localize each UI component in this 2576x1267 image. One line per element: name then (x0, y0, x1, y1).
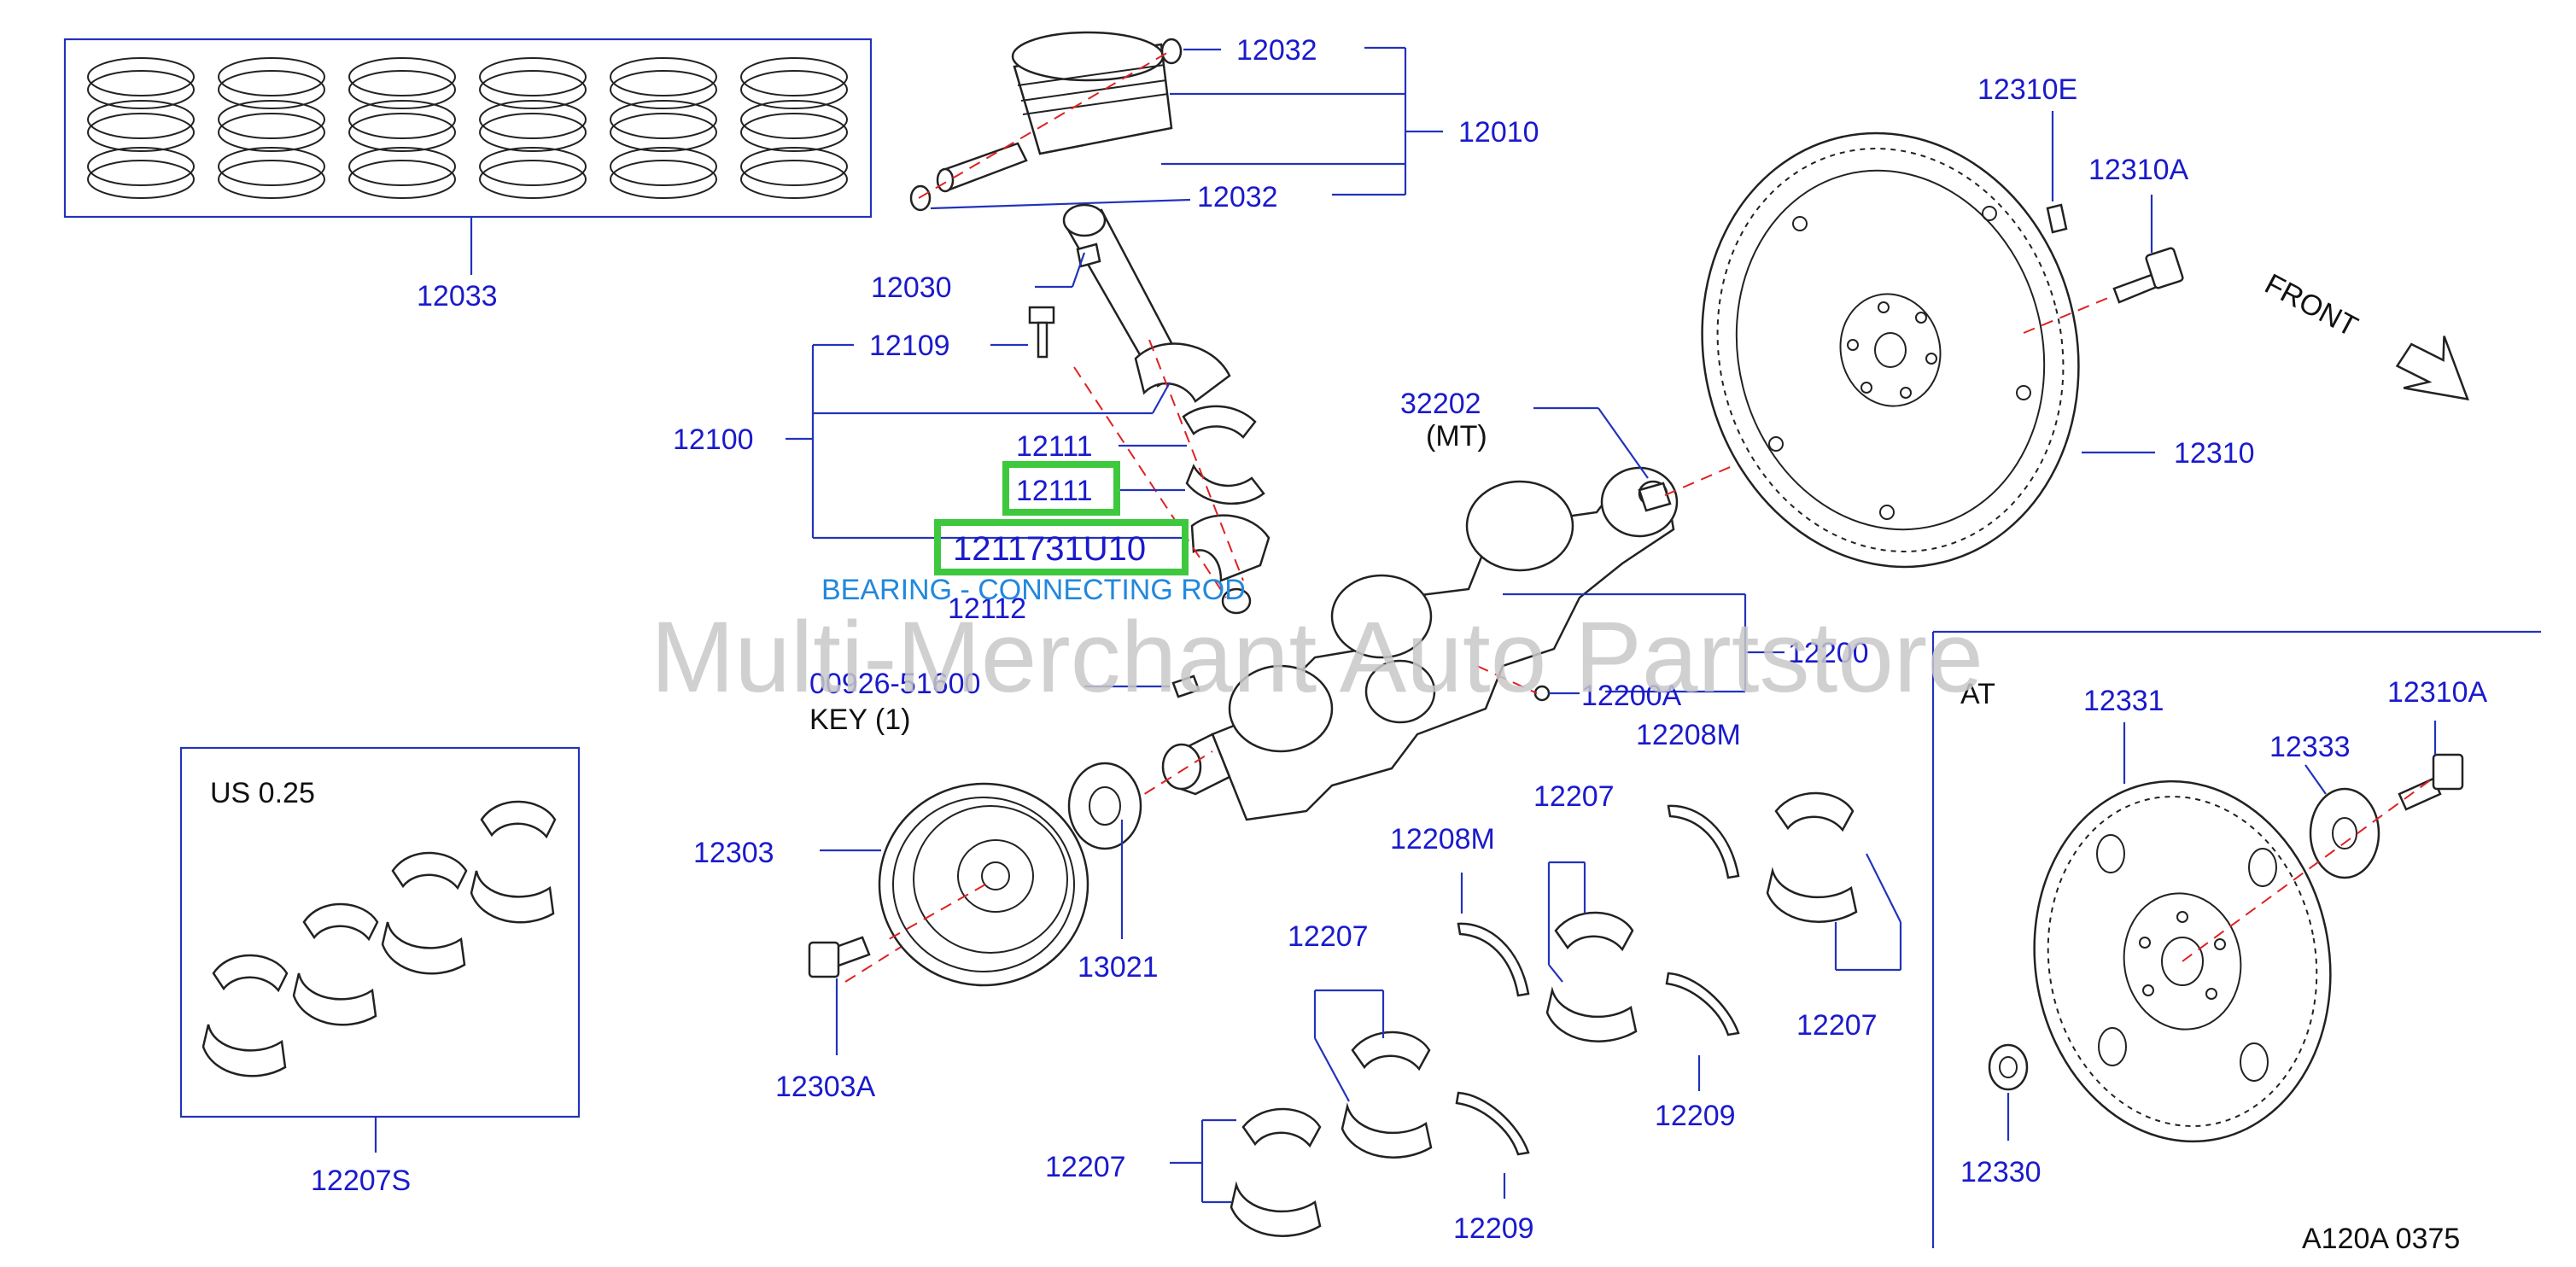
label-12111-a[interactable]: 12111 (1016, 430, 1093, 463)
part-labels: 12032 12010 12032 12033 12030 12109 1210… (210, 34, 2488, 1255)
piston-assembly (909, 31, 1443, 212)
label-12111-b[interactable]: 12111 (1016, 475, 1093, 507)
label-12200a[interactable]: 12200A (1581, 680, 1682, 712)
label-00926-51600[interactable]: 00926-51600 (809, 668, 980, 700)
label-12109[interactable]: 12109 (869, 330, 950, 362)
label-12303[interactable]: 12303 (693, 837, 774, 869)
label-12310a[interactable]: 12310A (2088, 154, 2189, 186)
label-12207-a[interactable]: 12207 (1533, 780, 1615, 813)
highlight-12111[interactable] (1002, 461, 1120, 516)
label-12333[interactable]: 12333 (2269, 731, 2351, 763)
label-12330[interactable]: 12330 (1960, 1156, 2042, 1188)
main-bearings (1170, 791, 1902, 1237)
label-12100[interactable]: 12100 (673, 423, 754, 456)
piston-ring-set (63, 38, 873, 275)
at-drive-plate-box (1931, 630, 2541, 1248)
label-12303a[interactable]: 12303A (775, 1071, 876, 1103)
crankshaft (844, 336, 2033, 983)
selected-part-number[interactable]: 1211731U10 (953, 530, 1146, 568)
label-12310[interactable]: 12310 (2174, 437, 2255, 470)
connecting-rod (786, 203, 1270, 615)
highlight-box-12111[interactable] (1002, 461, 1120, 516)
label-us-025: US 0.25 (210, 777, 315, 809)
label-12200[interactable]: 12200 (1788, 637, 1869, 669)
highlight-box-selected[interactable] (934, 519, 1189, 575)
label-front: FRONT (2259, 268, 2363, 344)
label-32202[interactable]: 32202 (1400, 388, 1481, 420)
label-12032-bottom[interactable]: 12032 (1197, 181, 1278, 213)
label-12207-b[interactable]: 12207 (1288, 920, 1369, 953)
label-12207-c[interactable]: 12207 (1045, 1151, 1126, 1183)
diagram-code: A120A 0375 (2302, 1223, 2460, 1255)
flywheel-mt (1701, 111, 2184, 569)
highlight-selected-part[interactable]: 1211731U10 (934, 519, 1189, 575)
label-mt: (MT) (1426, 420, 1487, 452)
label-12112[interactable]: 12112 (948, 593, 1026, 625)
label-12033[interactable]: 12033 (417, 280, 498, 312)
label-12207-d[interactable]: 12207 (1796, 1009, 1878, 1042)
label-key: KEY (1) (809, 704, 910, 736)
label-12331[interactable]: 12331 (2083, 685, 2164, 717)
watermark: Multi-Merchant Auto Partstore (651, 601, 1983, 714)
front-arrow (2395, 336, 2470, 401)
undersize-bearing-set (179, 746, 581, 1153)
label-12310a-at[interactable]: 12310A (2387, 676, 2488, 709)
label-12209-a[interactable]: 12209 (1453, 1212, 1534, 1245)
label-12208m-a[interactable]: 12208M (1390, 823, 1495, 855)
label-12030[interactable]: 12030 (871, 272, 952, 304)
label-12208m-b[interactable]: 12208M (1636, 719, 1741, 751)
label-12310e[interactable]: 12310E (1977, 73, 2077, 106)
part-tooltip: BEARING - CONNECTING ROD (821, 574, 1246, 606)
label-at: AT (1960, 678, 1995, 710)
label-12032-top[interactable]: 12032 (1236, 34, 1317, 67)
label-13021[interactable]: 13021 (1078, 951, 1159, 984)
crank-pulley (808, 762, 1142, 1055)
label-12209-b[interactable]: 12209 (1655, 1100, 1736, 1132)
label-12010[interactable]: 12010 (1458, 116, 1539, 149)
label-12207s[interactable]: 12207S (311, 1165, 411, 1197)
